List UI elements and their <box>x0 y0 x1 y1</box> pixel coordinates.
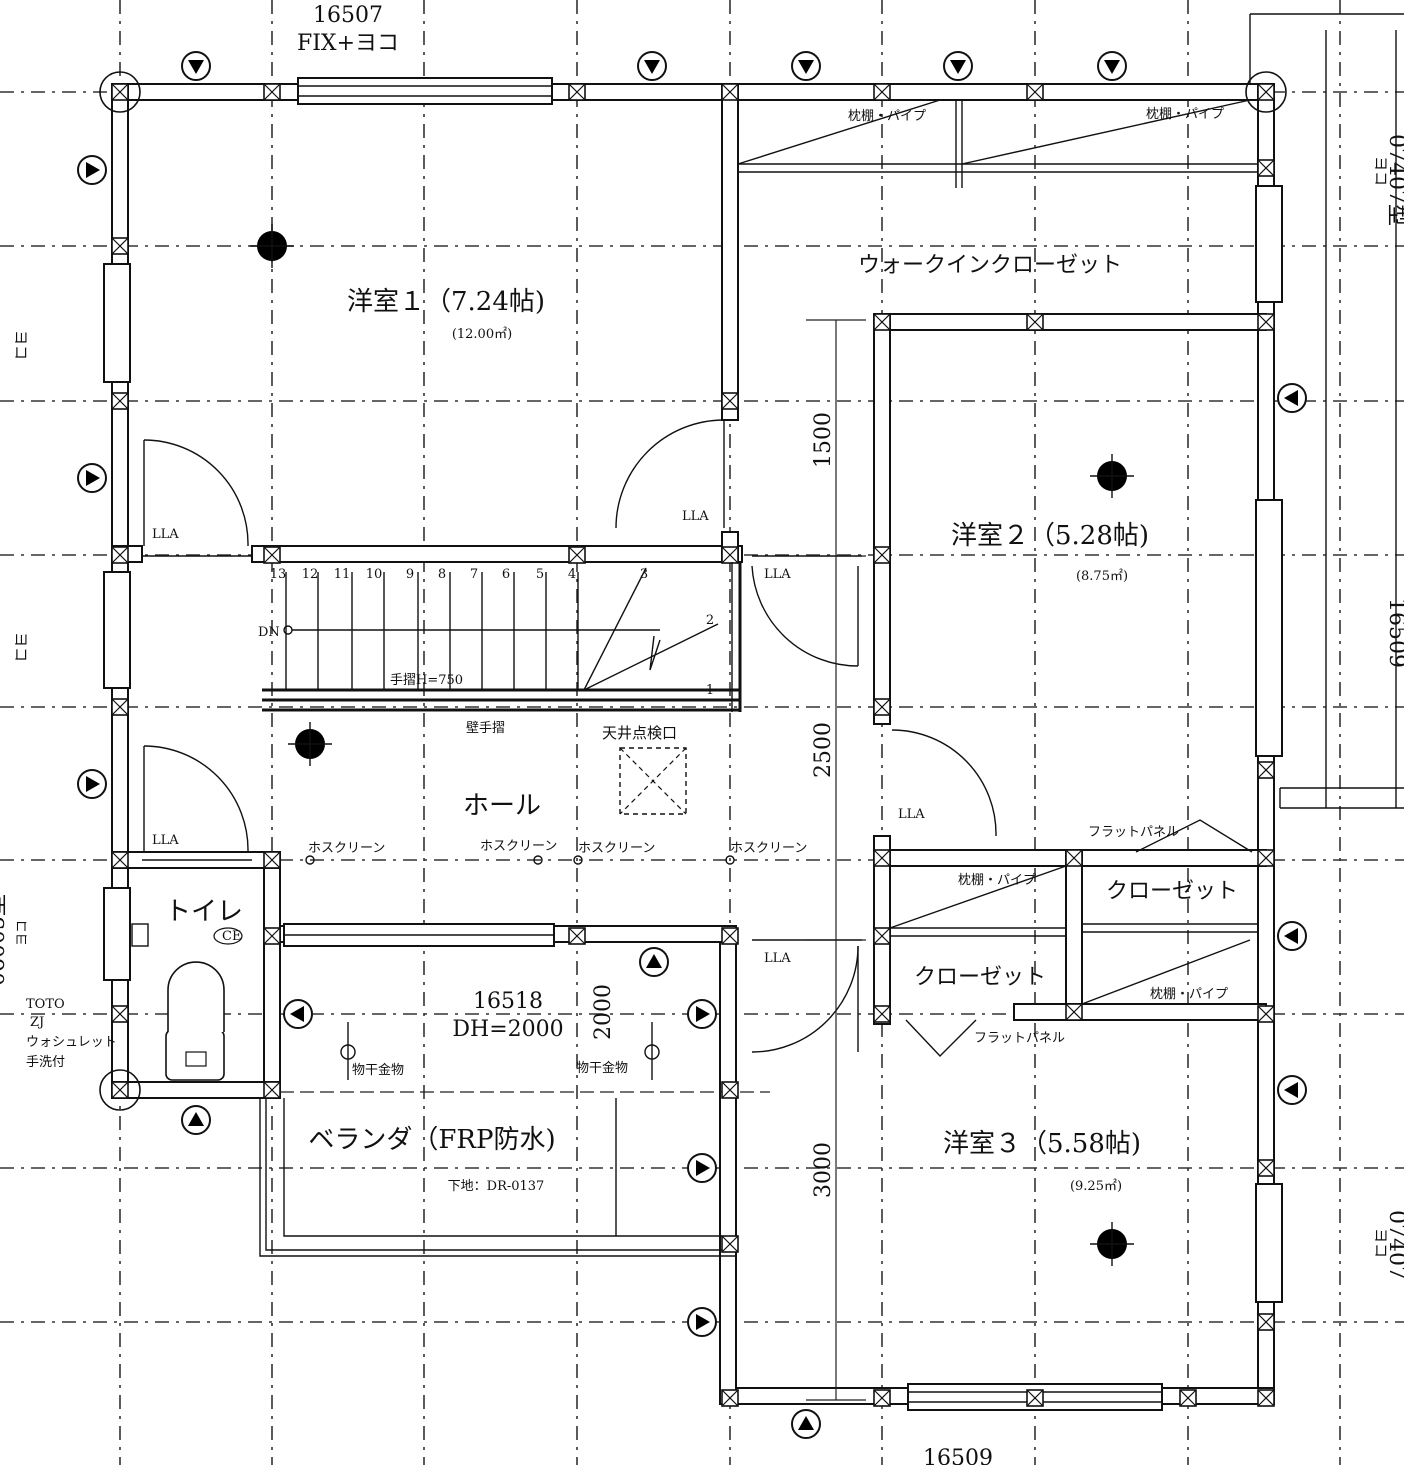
lla-label-2: LLA <box>152 833 179 848</box>
veranda-name: ベランダ（FRP防水) <box>308 1125 555 1155</box>
stair-step-number: 13 <box>270 567 287 582</box>
hall-name: ホール <box>463 791 541 821</box>
dimension-1500: 1500 <box>811 412 836 468</box>
toilet-maker: TOTO <box>26 997 65 1012</box>
closet-b-name: クローゼット <box>914 965 1046 990</box>
screen-label-4: ホスクリーン <box>730 841 807 856</box>
left-window-3-type: ヨコ <box>15 920 30 946</box>
ceiling-lights <box>250 224 1134 1266</box>
handrail-height: 手摺H=750 <box>390 673 463 688</box>
room1-area: (12.00㎡) <box>452 327 512 342</box>
dimension-2500: 2500 <box>811 722 836 778</box>
ceiling-hatch <box>619 747 687 815</box>
lla-label-3: LLA <box>682 509 709 524</box>
veranda-door-code: 16518 <box>473 989 543 1014</box>
screen-points <box>305 855 735 1080</box>
top-window-code: 16507 <box>313 3 383 28</box>
lla-label-5: LLA <box>898 807 925 822</box>
stair-step-number: 4 <box>568 567 576 582</box>
corner-post-circle <box>99 1069 141 1111</box>
stair-step-number: 3 <box>640 567 648 582</box>
lla-label-1: LLA <box>152 527 179 542</box>
toilet-type: ウォシュレット <box>26 1035 117 1050</box>
shelf-pipe-label-4: 枕棚・パイプ <box>1150 987 1228 1002</box>
left-window-2: ヨコ <box>12 632 30 662</box>
screen-label-1: ホスクリーン <box>308 841 385 856</box>
stair-step-number: 2 <box>706 613 714 628</box>
stair-step-number: 7 <box>470 567 478 582</box>
staircase <box>262 562 742 712</box>
toilet-model: ZJ <box>30 1015 44 1030</box>
dimension-2000: 2000 <box>591 984 616 1040</box>
ceiling-hatch-label: 天井点検口 <box>602 724 677 742</box>
right-window-3-model: 07407 <box>1384 1210 1404 1280</box>
lla-label-4: LLA <box>764 567 791 582</box>
flat-panel-label-2: フラットパネル <box>974 1031 1065 1046</box>
window-panels <box>103 77 1283 1411</box>
shelf-pipe-label-3: 枕棚・パイプ <box>958 873 1036 888</box>
stair-step-number: 8 <box>438 567 446 582</box>
room2-name: 洋室２（5.28帖) <box>951 521 1149 551</box>
stair-step-number: 1 <box>706 683 714 698</box>
walkin-closet-name: ウォークインクローゼット <box>858 253 1122 278</box>
toilet-name: トイレ <box>165 897 243 927</box>
dimension-lines <box>806 319 866 1401</box>
down-label: DN <box>258 625 280 640</box>
corner-post-circle <box>1245 71 1287 113</box>
room3-area: (9.25㎡) <box>1070 1179 1122 1194</box>
shelf-pipe-label-1: 枕棚・パイプ <box>848 109 926 124</box>
screen-label-3: ホスクリーン <box>578 841 655 856</box>
left-window-3-model: 06005型 <box>0 894 10 986</box>
toilet-sink: 手洗付 <box>26 1055 65 1070</box>
room1-name: 洋室１（7.24帖) <box>347 287 545 317</box>
laundry-label-1: 物干金物 <box>352 1062 404 1078</box>
stair-step-number: 5 <box>536 567 544 582</box>
stair-step-number: 11 <box>334 567 351 582</box>
stair-step-numbers: 13 12 11 10 9 8 7 6 5 4 3 2 1 <box>270 567 714 698</box>
ce-label: CE <box>222 929 241 944</box>
veranda-base: 下地：DR-0137 <box>448 1179 545 1194</box>
structural-posts <box>99 71 1287 1407</box>
right-window-2: 16509 <box>1384 598 1404 668</box>
right-window-1-type: ヨコ <box>1372 156 1390 186</box>
stair-step-number: 10 <box>366 567 383 582</box>
laundry-label-2: 物干金物 <box>576 1060 628 1076</box>
lla-label-6: LLA <box>764 951 791 966</box>
bottom-window-code: 16509 <box>923 1446 993 1465</box>
doors <box>142 419 1253 1058</box>
wall-handrail: 壁手摺 <box>466 721 505 736</box>
stair-step-number: 12 <box>302 567 319 582</box>
toilet-fixture <box>131 923 243 1081</box>
dimension-3000: 3000 <box>811 1142 836 1198</box>
screen-label-2: ホスクリーン <box>480 839 557 854</box>
veranda-door-height: DH=2000 <box>452 1017 563 1042</box>
corner-post-circle <box>99 71 141 113</box>
shelf-pipe-label-2: 枕棚・パイプ <box>1146 107 1224 122</box>
outlet-markers <box>77 51 1307 1439</box>
closet-a-name: クローゼット <box>1106 879 1238 904</box>
text-labels: 16507 FIX+ヨコ ヨコ ヨコ 06005型 ヨコ ヨコ 07407型 1… <box>0 3 1404 1465</box>
right-window-3-type: ヨコ <box>1372 1228 1390 1258</box>
flat-panel-label-1: フラットパネル <box>1088 825 1179 840</box>
room2-area: (8.75㎡) <box>1076 569 1128 584</box>
room3-name: 洋室３（5.58帖) <box>943 1129 1141 1159</box>
stair-step-number: 9 <box>406 567 414 582</box>
right-window-1-model: 07407型 <box>1384 134 1404 226</box>
left-window-1: ヨコ <box>12 330 30 360</box>
stair-step-number: 6 <box>502 567 510 582</box>
top-window-type: FIX+ヨコ <box>297 31 399 56</box>
